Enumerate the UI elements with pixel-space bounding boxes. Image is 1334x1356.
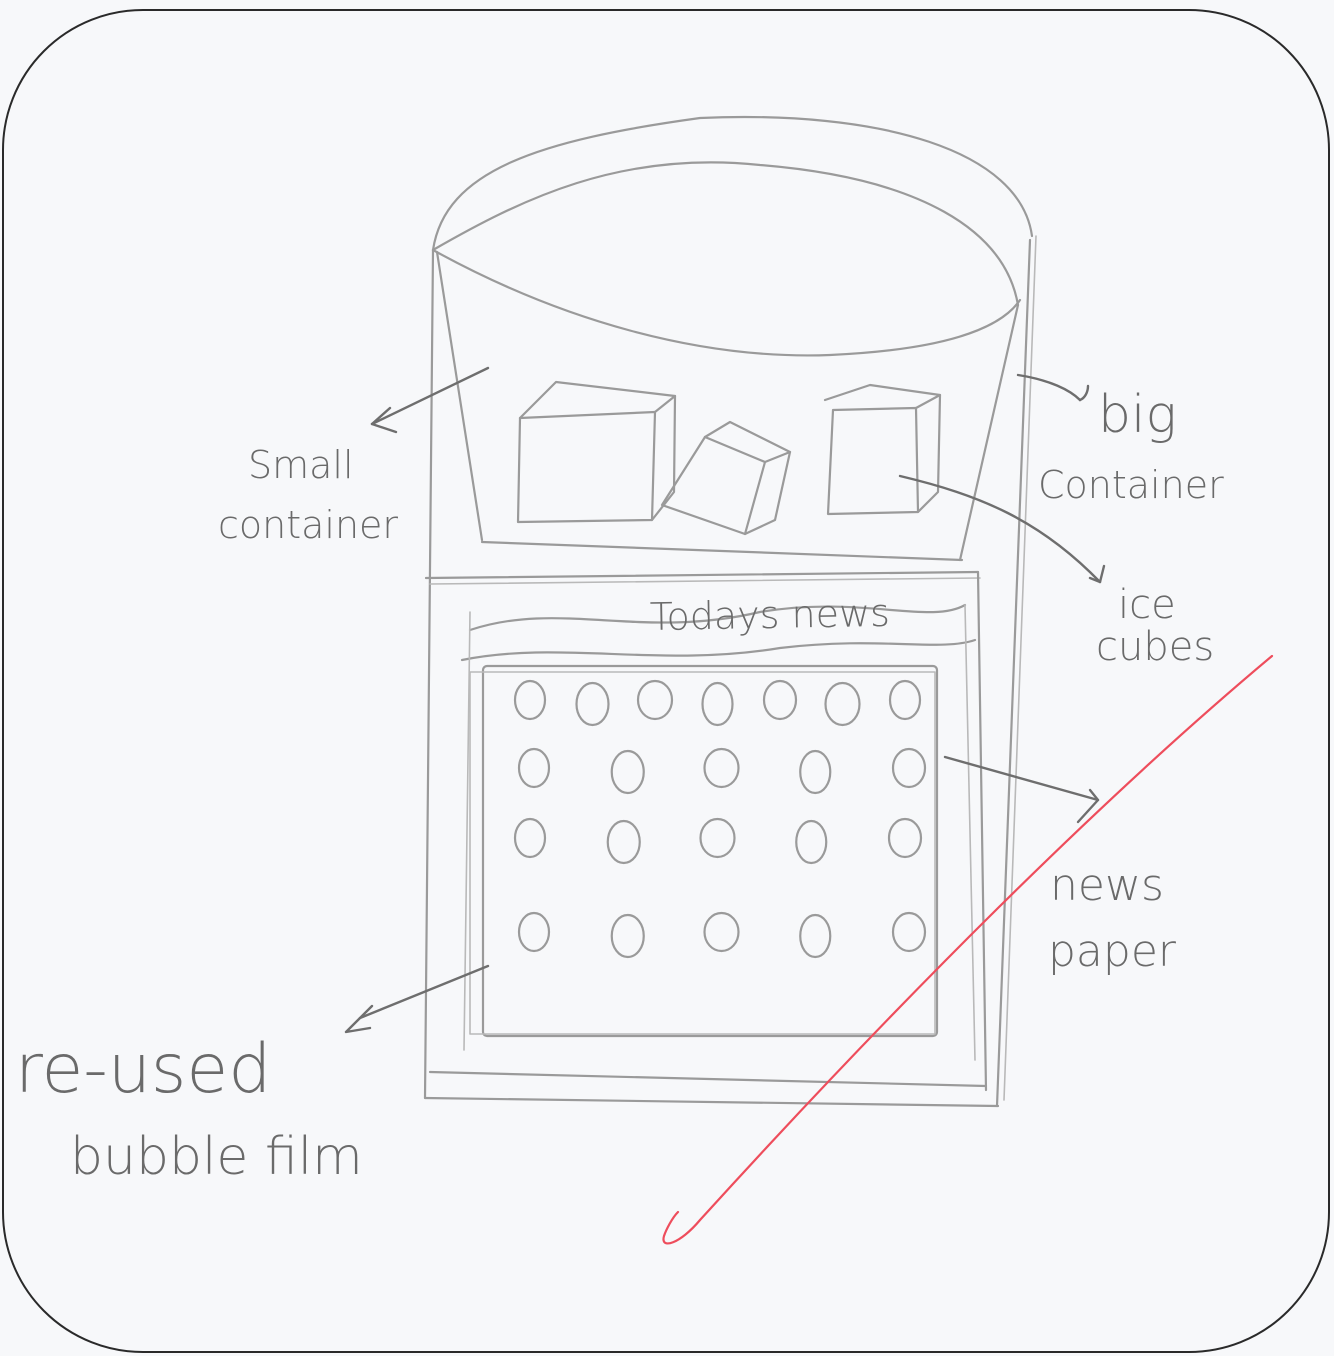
- small-container-drawing: [437, 252, 1018, 560]
- bubble: [519, 913, 549, 951]
- bubble: [893, 749, 925, 787]
- bubble: [519, 749, 549, 787]
- bubble-film-arrow: [360, 966, 488, 1018]
- bubble: [612, 915, 644, 957]
- bubble: [800, 751, 830, 793]
- bubble: [612, 751, 644, 793]
- newspaper-label-1: news: [1050, 860, 1164, 911]
- bubble: [515, 681, 545, 719]
- bubble: [826, 683, 860, 725]
- big-container-label-1: big: [1098, 385, 1177, 445]
- reused-label: re-used: [15, 1030, 271, 1109]
- bubble: [705, 749, 739, 787]
- todays-news-label: Todays news: [649, 591, 890, 639]
- small-container-label-2: container: [218, 503, 398, 547]
- ice-cubes-drawing: [518, 382, 940, 534]
- bubble-grid: [515, 681, 925, 957]
- bubble-film-label: bubble film: [70, 1127, 363, 1187]
- bubble: [701, 819, 735, 857]
- bubble: [800, 915, 830, 957]
- bubble: [705, 913, 739, 951]
- bubble: [764, 681, 796, 719]
- bubble-film-drawing: [470, 666, 937, 1036]
- bubble: [890, 681, 920, 719]
- big-container-label-2: Container: [1038, 463, 1224, 507]
- bubble: [608, 821, 640, 863]
- newspaper-drawing: [426, 572, 986, 1090]
- newspaper-label-2: paper: [1048, 926, 1177, 977]
- bubble: [893, 913, 925, 951]
- annotation-labels: Small container big Container ice cubes …: [15, 385, 1224, 1187]
- bubble: [577, 683, 609, 725]
- ice-cubes-label-2: cubes: [1096, 624, 1214, 670]
- newspaper-arrow: [945, 757, 1098, 800]
- bubble: [889, 819, 921, 857]
- annotation-arrows: [346, 368, 1104, 1032]
- bubble: [796, 821, 826, 863]
- bubble: [703, 683, 733, 725]
- bubble: [638, 681, 672, 719]
- ice-cubes-label-1: ice: [1118, 582, 1176, 628]
- small-container-label-1: Small: [248, 443, 354, 487]
- big-container-arrow: [1018, 375, 1080, 400]
- small-container-arrow: [372, 368, 488, 424]
- bubble: [515, 819, 545, 857]
